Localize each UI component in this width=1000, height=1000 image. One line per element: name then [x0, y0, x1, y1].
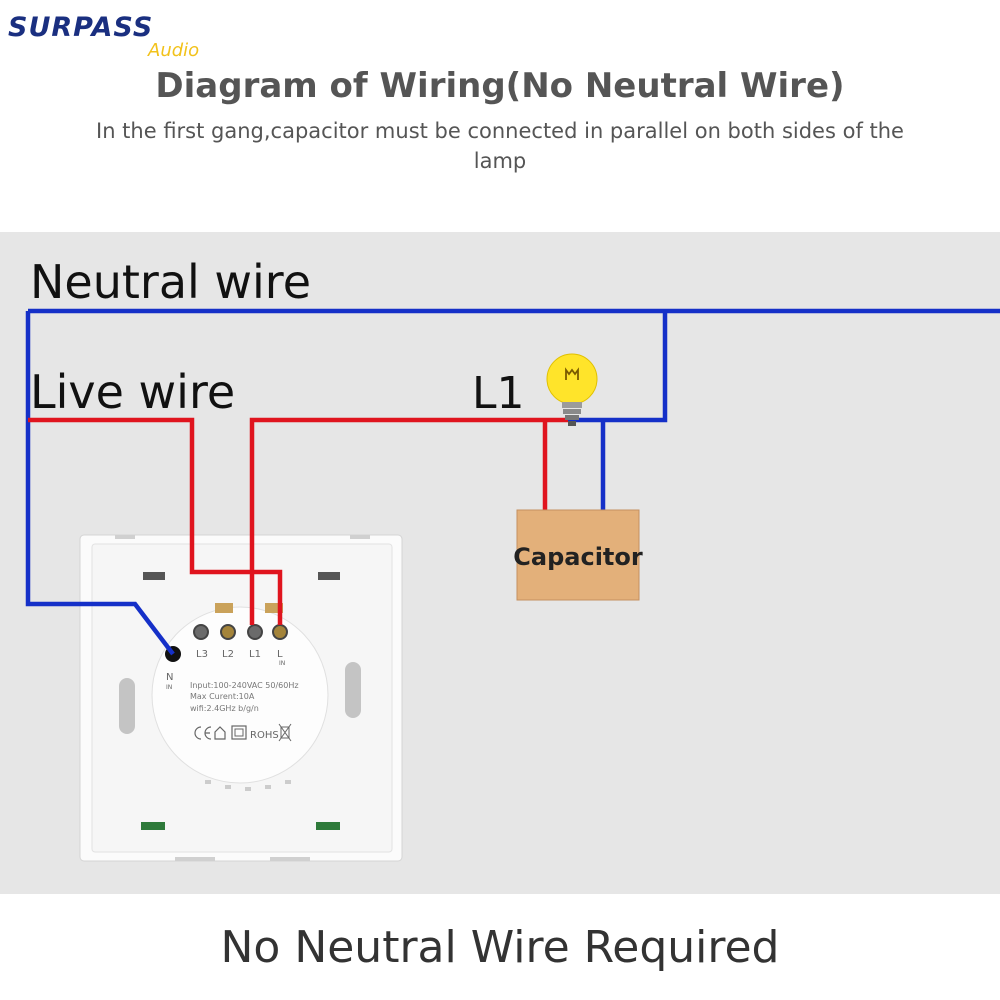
terminal-label-l: L	[277, 649, 283, 660]
capacitor-box	[516, 509, 640, 601]
certification-marks: ROHS	[194, 723, 292, 742]
switch-panel	[79, 534, 403, 862]
terminal-l3	[193, 624, 209, 640]
rohs-mark: ROHS	[250, 730, 279, 741]
ce-mark-icon	[194, 726, 202, 740]
brand-logo: SURPASS Audio	[8, 4, 218, 64]
capacitor-label: Capacitor	[513, 543, 643, 571]
double-insulation-icon	[231, 725, 247, 740]
weee-bin-icon	[278, 723, 292, 742]
home-mark-icon	[214, 726, 226, 740]
terminal-label-n: N	[166, 672, 173, 683]
brand-name: SURPASS	[8, 12, 154, 43]
footer-caption: No Neutral Wire Required	[220, 922, 780, 973]
page-subtitle: In the first gang,capacitor must be conn…	[96, 119, 904, 173]
spec-input: Input:100-240VAC 50/60Hz	[190, 681, 299, 690]
neutral-wire	[25, 308, 1000, 656]
brand-sub: Audio	[148, 40, 200, 61]
l1-label: L1	[472, 368, 525, 419]
terminal-label-n-sub: IN	[166, 684, 172, 691]
terminal-l2	[220, 624, 236, 640]
terminal-label-l3: L3	[196, 649, 208, 660]
spec-wifi: wifi:2.4GHz b/g/n	[190, 704, 259, 713]
live-wire	[28, 417, 568, 625]
wiring-diagram: L3 L2 L1 L IN N IN Input:100-240VAC 50/6…	[0, 232, 1000, 894]
terminal-label-l-sub: IN	[279, 660, 285, 667]
spec-current: Max Curent:10A	[190, 692, 255, 701]
bulb-icon	[546, 353, 598, 426]
terminal-l	[272, 624, 288, 640]
terminal-l1	[247, 624, 263, 640]
terminal-label-l1: L1	[249, 649, 261, 660]
page-title: Diagram of Wiring(No Neutral Wire)	[155, 66, 845, 106]
neutral-wire-label: Neutral wire	[30, 255, 311, 309]
terminal-label-l2: L2	[222, 649, 234, 660]
live-wire-label: Live wire	[30, 365, 235, 419]
